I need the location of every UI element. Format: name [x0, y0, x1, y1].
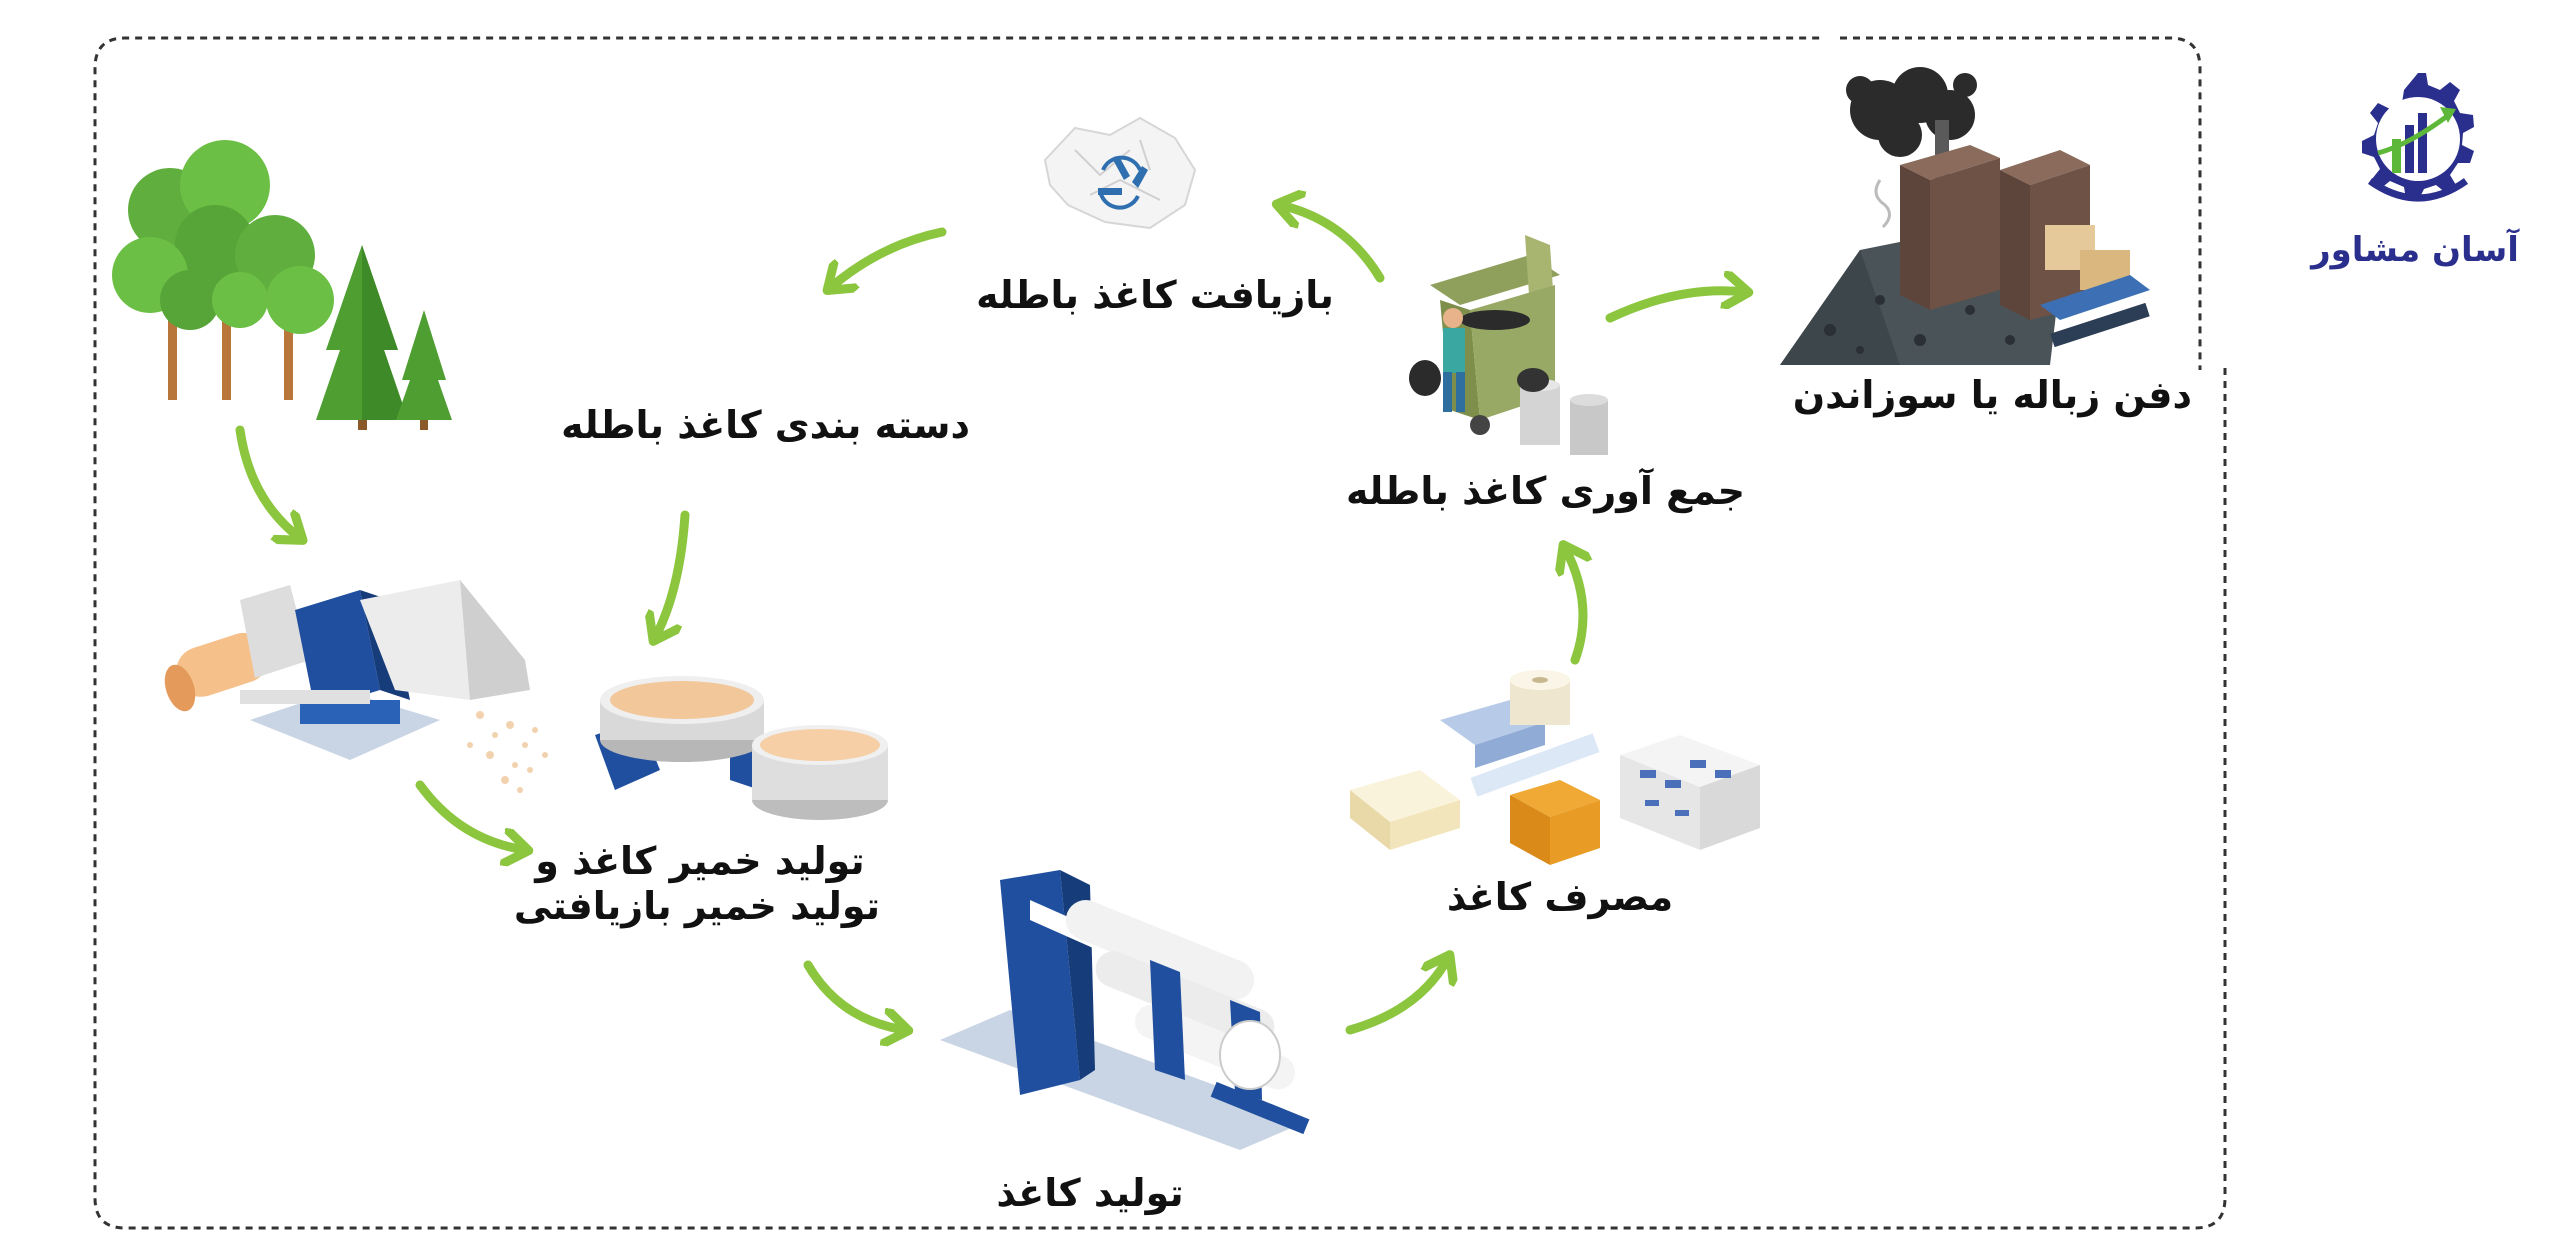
label-recycling: بازیافت کاغذ باطله: [976, 273, 1334, 317]
arrow-trees-to-chipper: [235, 425, 300, 538]
label-pulp-line2: تولید خمیر بازیافتی: [513, 884, 880, 928]
crumpled-paper-illustration: [1043, 116, 1197, 230]
brand-logo-text: آسان مشاور: [2311, 230, 2519, 270]
arrow-production-to-consumption: [1345, 958, 1448, 1035]
waste-collection-illustration: [1409, 235, 1608, 455]
paper-products-illustration: [1350, 670, 1760, 865]
forest-illustration: [112, 140, 452, 430]
arrow-consumption-to-collection: [1565, 548, 1583, 665]
flow-arrows: [235, 205, 1745, 1035]
arrow-recycling-to-sorting: [830, 227, 947, 288]
pulp-vats-illustration: [595, 676, 888, 820]
brand-logo: [2362, 73, 2474, 202]
label-consumption: مصرف کاغذ: [1446, 875, 1674, 919]
wood-chipper-illustration: [164, 580, 548, 793]
arrow-collection-to-recycling: [1280, 205, 1385, 283]
landfill-incinerator-illustration: [1780, 67, 2150, 365]
paper-machine-illustration: [940, 870, 1310, 1150]
dashed-frame: [93, 36, 2227, 1230]
arrow-collection-to-landfill: [1605, 291, 1745, 323]
label-landfill: دفن زباله یا سوزاندن: [1792, 373, 2192, 417]
label-collection: جمع آوری کاغذ باطله: [1345, 469, 1745, 513]
arrow-chipper-to-pulp: [415, 780, 525, 850]
arrow-sorting-to-pulp: [655, 510, 690, 638]
label-pulp-line1: تولید خمیر کاغذ و: [535, 839, 865, 883]
label-sorting: دسته بندی کاغذ باطله: [561, 403, 970, 447]
label-production: تولید کاغذ: [996, 1171, 1184, 1215]
arrow-pulp-to-production: [803, 960, 905, 1030]
recycle-icon: [1098, 155, 1142, 210]
